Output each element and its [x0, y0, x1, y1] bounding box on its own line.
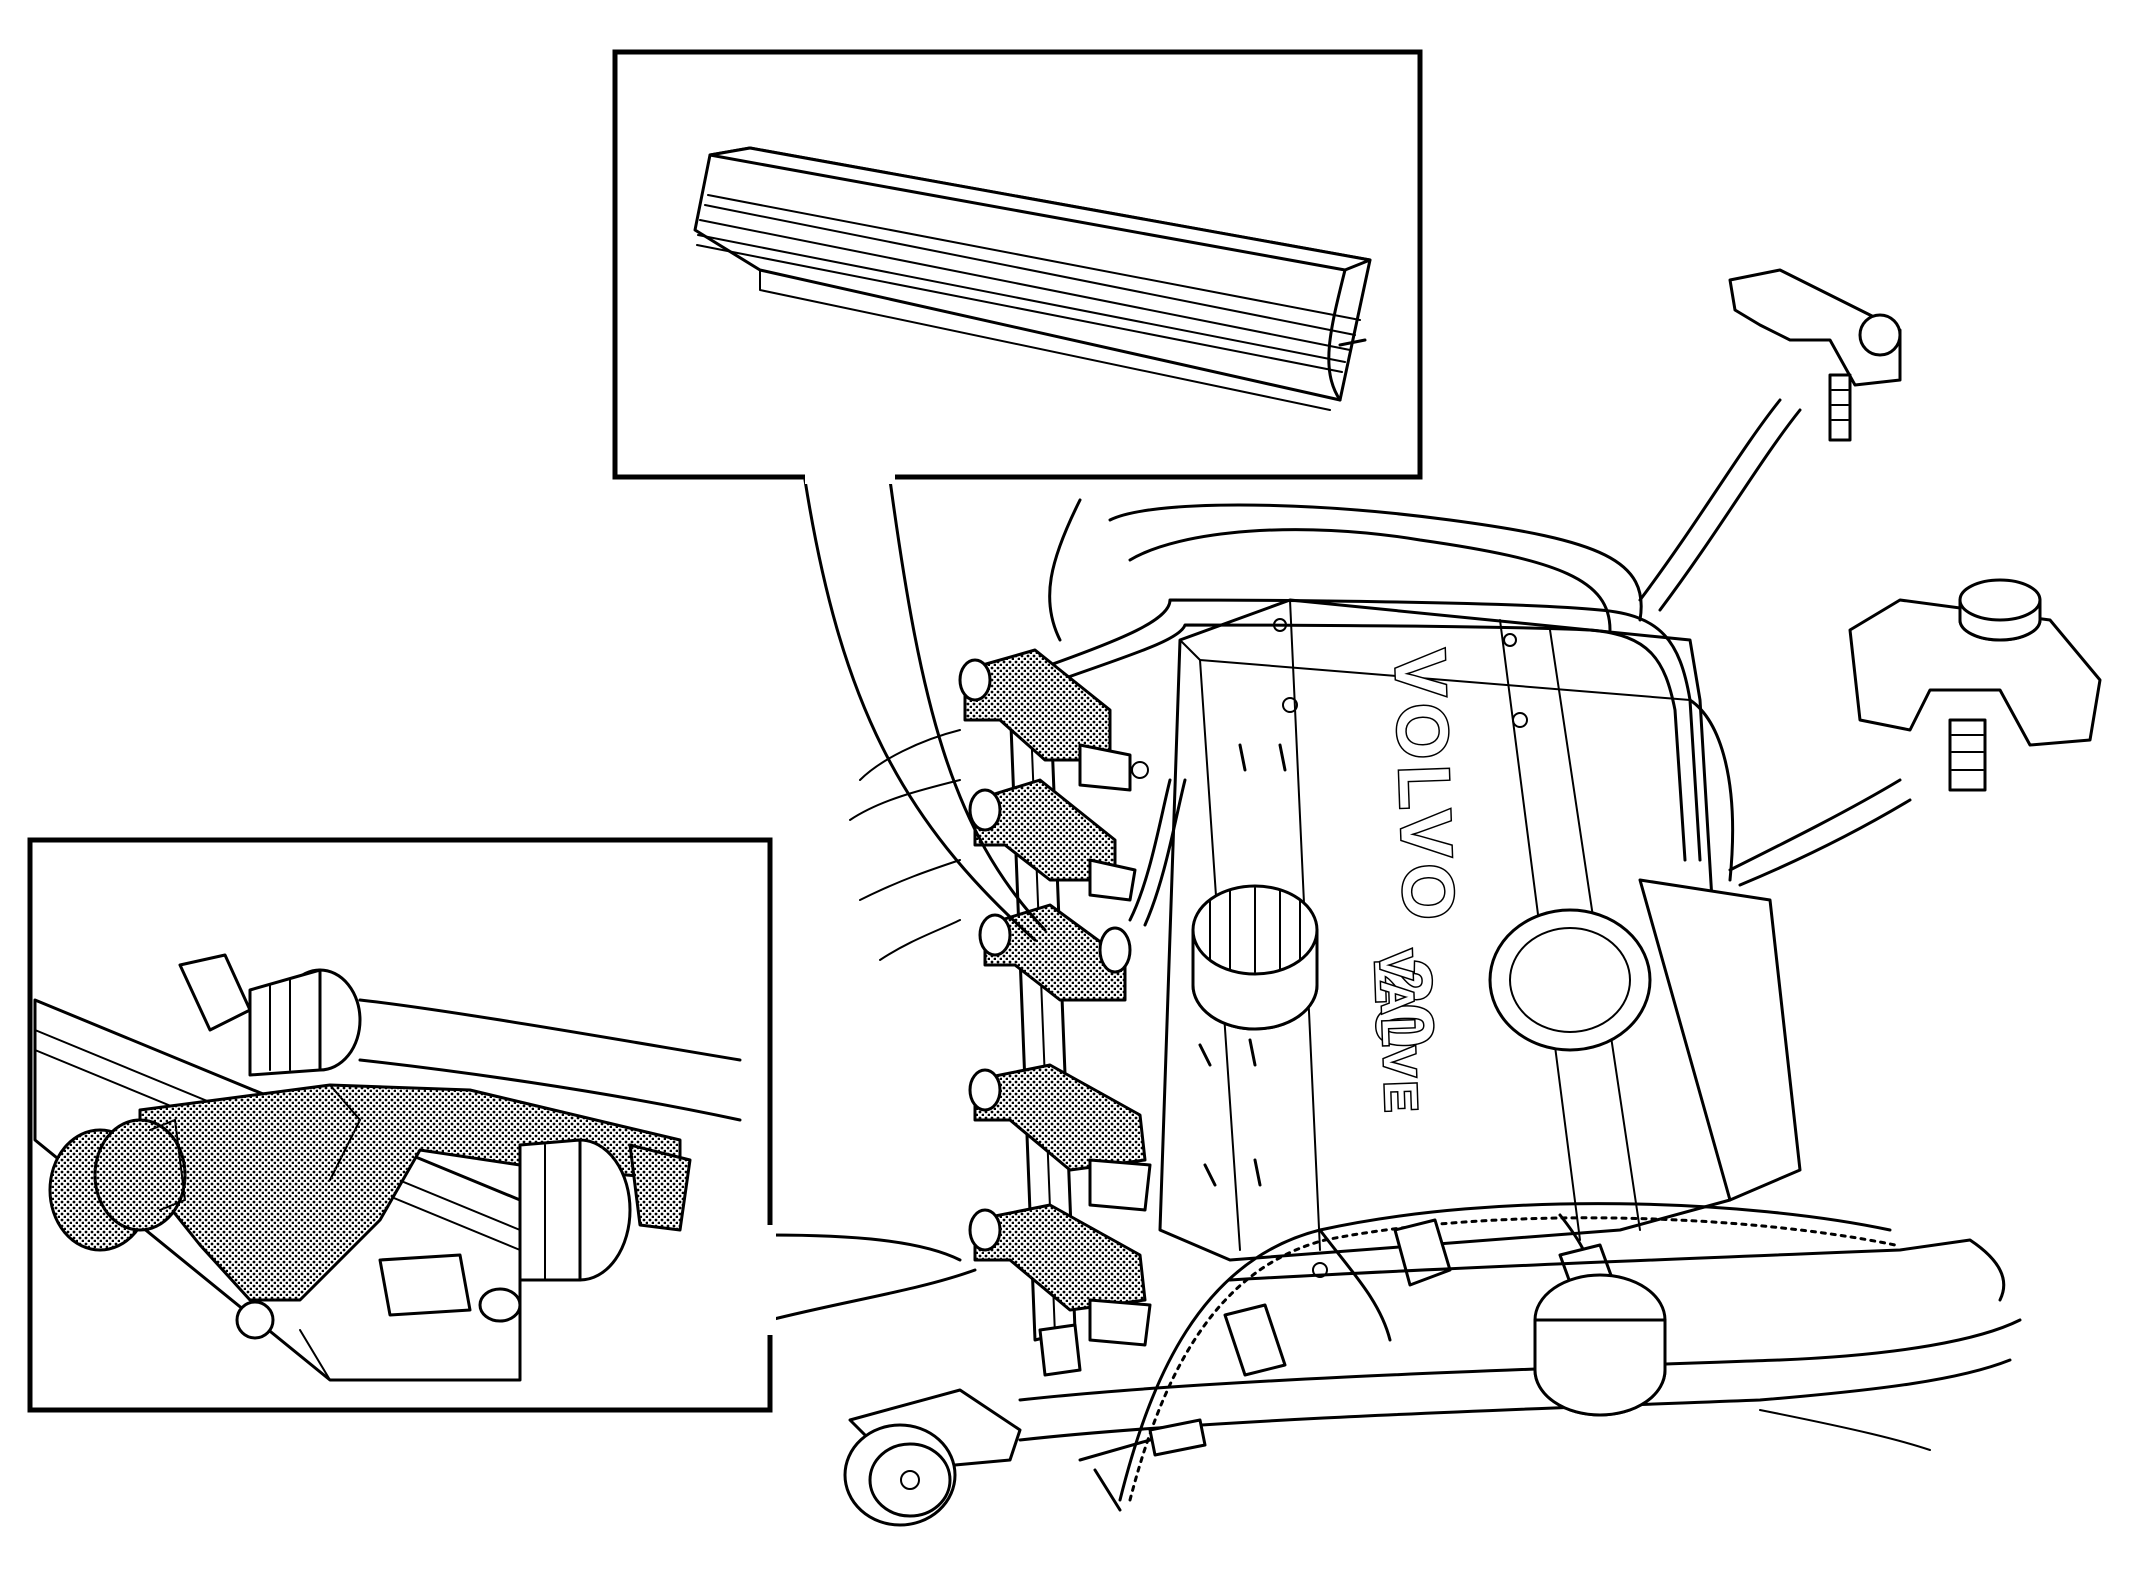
cam-cover-lettering: VOLVO 20 VALVE	[1357, 646, 1471, 1118]
oil-filler-cap	[1191, 884, 1319, 1031]
inset-rail-cover	[612, 49, 1423, 942]
model-number-lettering: 20	[1358, 957, 1450, 1049]
clamp-inset-injector-upper	[178, 953, 742, 1122]
injector-clamp	[138, 1083, 692, 1302]
round-cover-seal	[1488, 908, 1652, 1052]
rubber-bushing-right	[1533, 1273, 1667, 1417]
engine-assembly: VOLVO 20 VALVE	[843, 498, 2022, 1527]
brand-lettering: VOLVO	[1379, 648, 1469, 927]
injector-3	[978, 903, 1132, 1002]
vacuum-hose	[1048, 598, 1702, 862]
rubber-bushing-left	[843, 1388, 1022, 1527]
clamp-knob	[48, 1118, 187, 1252]
clamp-inset-injector-lower	[518, 1138, 632, 1282]
injector-5	[968, 1203, 1152, 1347]
model-word-lettering: VALVE	[1370, 949, 1428, 1117]
injector-1	[958, 648, 1149, 792]
loose-clamp-large	[1728, 578, 2102, 887]
injector-2	[968, 778, 1137, 902]
harness-connector-3	[1223, 1303, 1287, 1377]
fuel-rail-cover	[693, 146, 1372, 411]
injector-4	[968, 1063, 1152, 1212]
inset-injector-clamp	[27, 837, 977, 1413]
loose-clamp-small	[1638, 268, 1902, 612]
throttle-cable	[1078, 1418, 1207, 1512]
clamp-inset-tip	[235, 1253, 522, 1340]
